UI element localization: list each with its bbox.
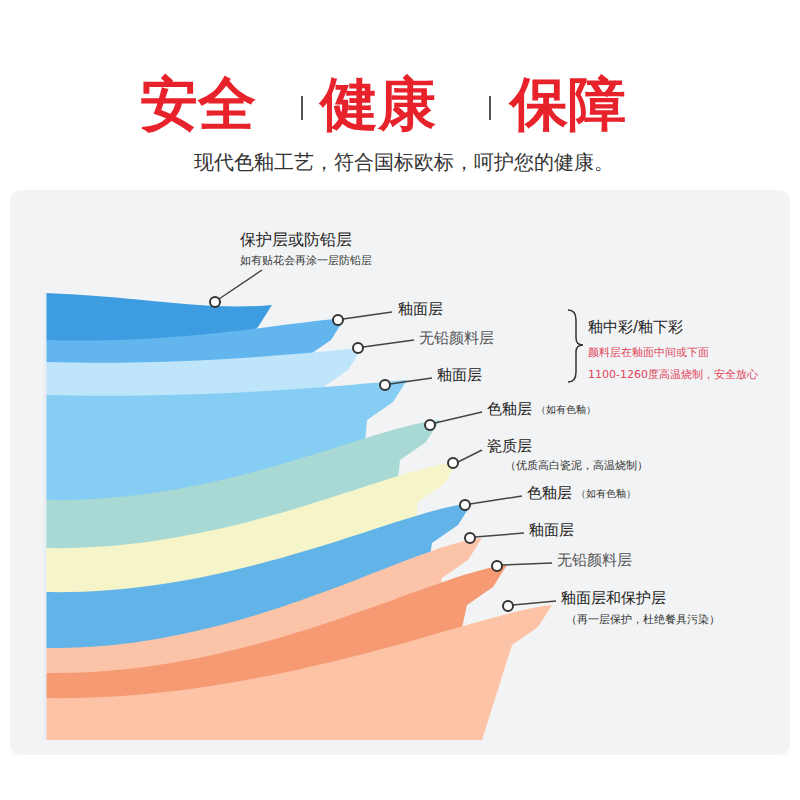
layer-label: 釉面层 [529,521,574,539]
layer-note: （如有色釉） [576,488,636,500]
title-word: 保障 [510,70,626,140]
layer-label: 色釉层 [527,484,572,502]
layer-label: 无铅颜料层 [419,329,494,347]
layer-label: 釉面层和保护层 [561,589,666,607]
bracket-note: 1100-1260度高温烧制，安全放心 [588,368,758,381]
layer-note: （优质高白瓷泥，高温烧制） [505,459,648,472]
glaze-layer [45,605,552,740]
title-separator [301,96,303,120]
title-separator [489,96,491,120]
callout-dots [210,297,513,611]
leader-lines [219,270,583,605]
subtitle: 现代色釉工艺，符合国标欧标，呵护您的健康。 [4,150,800,174]
layer-label: 无铅颜料层 [557,551,632,569]
bracket-note: 颜料层在釉面中间或下面 [588,346,709,359]
glaze-layers [45,293,552,740]
layer-note: （如有色釉） [536,404,596,416]
layer-label: 色釉层 [487,400,532,418]
title-word: 安全 [140,70,256,140]
layer-label: 瓷质层 [487,437,532,455]
layer-label: 釉面层 [437,366,482,384]
layer-note: 如有贴花会再涂一层防铅层 [240,254,372,267]
panel-ground [10,190,790,755]
title-word: 健康 [320,70,436,140]
layer-label: 釉面层 [398,300,443,318]
bracket-label: 釉中彩/釉下彩 [588,318,683,336]
layer-note: （再一层保护，杜绝餐具污染） [566,613,720,626]
layer-edge [44,293,47,740]
layer-label: 保护层或防铅层 [240,230,352,249]
